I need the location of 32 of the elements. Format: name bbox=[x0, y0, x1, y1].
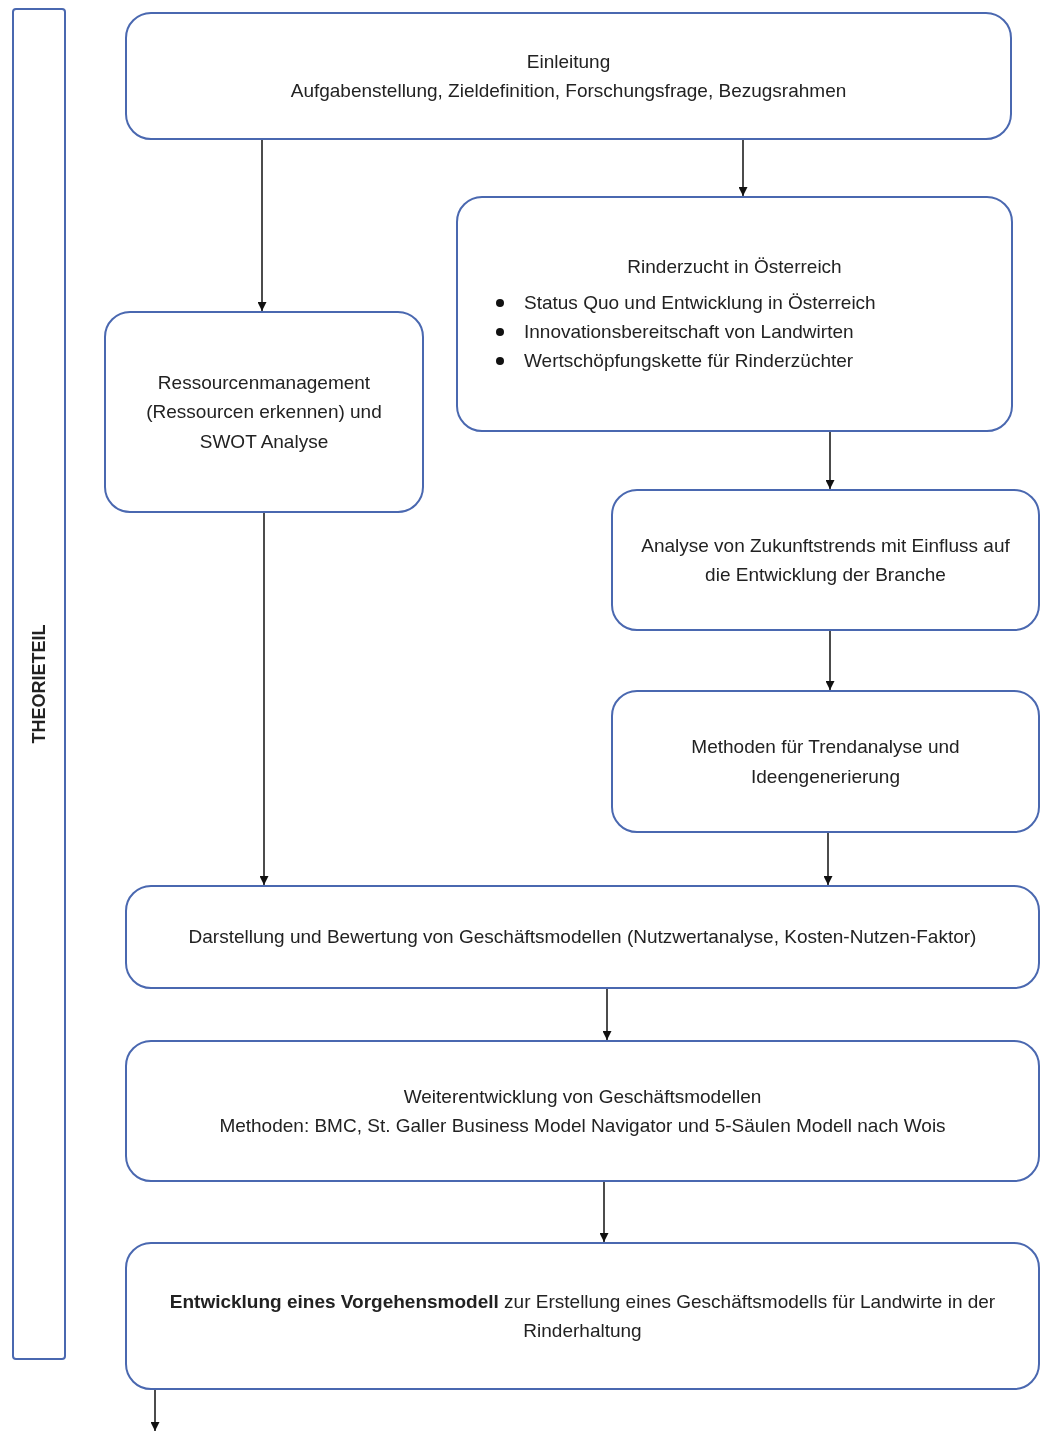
box-text: Analyse von Zukunftstrends mit Einfluss auf die Entwicklung der Branche bbox=[640, 533, 1011, 587]
box-text: Methoden für Trendanalyse und Ideengenerierung bbox=[690, 735, 961, 789]
bullet-list-box bbox=[456, 196, 1013, 432]
bullet-item: Status Quo und Entwicklung in Österreich bbox=[524, 291, 876, 313]
box-text: Ressourcenmanagement (Ressourcen erkennen) und SWOT Analyse bbox=[145, 370, 383, 454]
process-box bbox=[125, 1242, 1040, 1390]
process-box bbox=[125, 1040, 1040, 1182]
bullet-item: Innovationsbereitschaft von Landwirten bbox=[524, 321, 854, 342]
arrow bbox=[823, 832, 833, 886]
section-label: THEORIETEIL bbox=[27, 624, 50, 744]
section-band bbox=[12, 8, 66, 1360]
process-box bbox=[125, 12, 1012, 140]
box-heading: Rinderzucht in Österreich bbox=[627, 255, 842, 280]
box-text: Methoden: BMC, St. Galler Business Model Navigator und 5-Säulen Modell nach Wois bbox=[219, 1114, 946, 1138]
process-box bbox=[125, 885, 1040, 989]
box-text: Darstellung und Bewertung von Geschäftsmodellen (Nutzwertanalyse, Kosten-Nutzen-Faktor) bbox=[188, 925, 977, 950]
process-box bbox=[611, 489, 1040, 631]
arrow bbox=[602, 988, 612, 1041]
box-heading: Einleitung bbox=[526, 49, 611, 74]
arrow bbox=[150, 1389, 160, 1432]
box-text: Aufgabenstellung, Zieldefinition, Forschungsfrage, Bezugsrahmen bbox=[290, 79, 847, 103]
arrow bbox=[825, 630, 835, 691]
box-heading: Weiterentwicklung von Geschäftsmodellen bbox=[403, 1084, 762, 1109]
box-text: Entwicklung eines Vorgehensmodell zur Erstellung eines Geschäftsmodells für Landwirte in der Rinderhaltung bbox=[168, 1289, 997, 1343]
arrow bbox=[259, 512, 269, 886]
arrow bbox=[825, 431, 835, 490]
bullet-item: Wertschöpfungskette für Rinderzüchter bbox=[524, 350, 854, 372]
process-box bbox=[104, 311, 424, 513]
process-box bbox=[611, 690, 1040, 833]
arrow bbox=[738, 139, 748, 197]
arrow bbox=[599, 1181, 609, 1243]
arrow bbox=[257, 139, 267, 312]
